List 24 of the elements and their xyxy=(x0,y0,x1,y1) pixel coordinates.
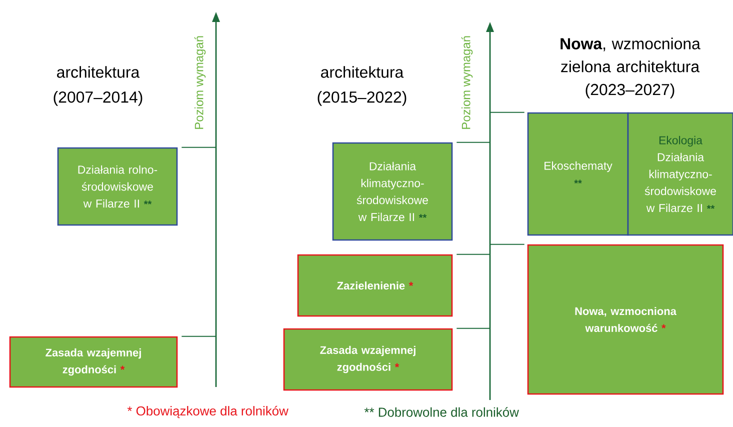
level-line xyxy=(490,244,525,245)
legend-note: * Obowiązkowe dla rolników xyxy=(127,406,288,418)
measure-box: Nowa, wzmocniona warunkowość * xyxy=(527,244,724,395)
measure-box: Ekologia Działania klimatyczno-środowiskowe w Filarze II ** xyxy=(627,112,733,236)
measure-box: Zazielenienie * xyxy=(297,254,453,317)
level-line xyxy=(456,142,490,143)
level-line xyxy=(490,112,525,113)
legend-note: ** Dobrowolne dla rolników xyxy=(364,407,519,417)
level-line xyxy=(456,328,490,329)
column-heading: architektura (2015–2022) xyxy=(318,66,406,106)
axis-label: Poziom wymagań xyxy=(461,36,473,129)
measure-box: Zasada wzajemnej zgodności * xyxy=(283,328,453,391)
level-line xyxy=(181,336,216,337)
measure-box: Ekoschematy ** xyxy=(527,112,629,236)
column-heading: Nowa, wzmocniona zielona architektura (2023–2027) xyxy=(560,38,700,98)
axis-label: Poziom wymagań xyxy=(194,36,206,129)
measure-box: Działania klimatyczno-środowiskowe w Filarze II ** xyxy=(332,142,453,241)
level-line xyxy=(456,254,490,255)
measure-box: Zasada wzajemnej zgodności * xyxy=(9,336,178,388)
measure-box: Działania rolno-środowiskowe w Filarze II ** xyxy=(57,147,178,226)
axis-arrow xyxy=(212,12,220,387)
level-line xyxy=(181,146,216,148)
column-heading: architektura (2007–2014) xyxy=(54,66,142,106)
axis-arrow xyxy=(486,22,494,400)
